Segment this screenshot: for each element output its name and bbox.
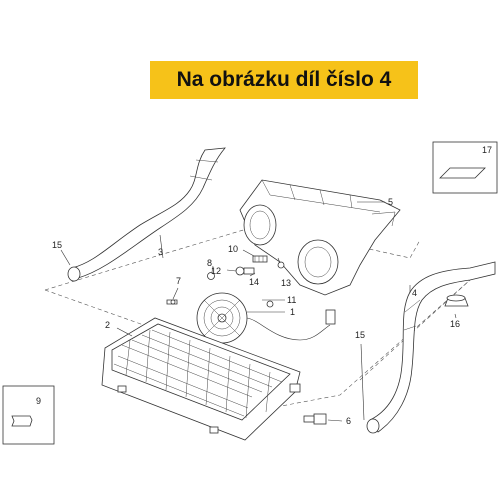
callout-4: 4 [412,288,417,298]
callout-14: 14 [249,277,259,287]
coolant-hose-lower[interactable] [366,261,496,434]
callout-1: 1 [290,307,295,317]
callout-9: 9 [36,396,41,406]
radiator[interactable] [101,317,301,441]
callout-2: 2 [105,320,110,330]
callout-17: 17 [482,145,492,155]
callout-5: 5 [388,197,393,207]
leader-lines [60,201,457,422]
temperature-sensor[interactable] [303,413,327,425]
filler-cap[interactable] [444,294,469,307]
cooling-fan[interactable] [196,292,336,344]
inset-box-17 [432,141,498,194]
callout-10: 10 [228,244,238,254]
callout-11: 11 [287,295,296,305]
callout-15a: 15 [52,240,62,250]
callout-7: 7 [176,276,181,286]
bolt-7-8[interactable] [166,272,215,305]
highlight-banner: Na obrázku díl číslo 4 [150,61,418,99]
coolant-hose-upper[interactable] [67,147,226,282]
fasteners-group[interactable] [235,255,285,276]
callout-8: 8 [207,258,212,268]
callout-15b: 15 [355,330,365,340]
callout-3: 3 [158,247,163,257]
screw-11[interactable] [266,300,274,308]
callout-numbers: 1 2 3 4 5 6 7 8 9 10 11 12 13 14 15 15 1… [36,145,492,426]
inset-box-9 [2,385,55,445]
callout-13: 13 [281,278,291,288]
callout-12: 12 [211,266,221,276]
radiator-shroud[interactable] [239,179,401,296]
callout-6: 6 [346,416,351,426]
callout-16: 16 [450,319,460,329]
